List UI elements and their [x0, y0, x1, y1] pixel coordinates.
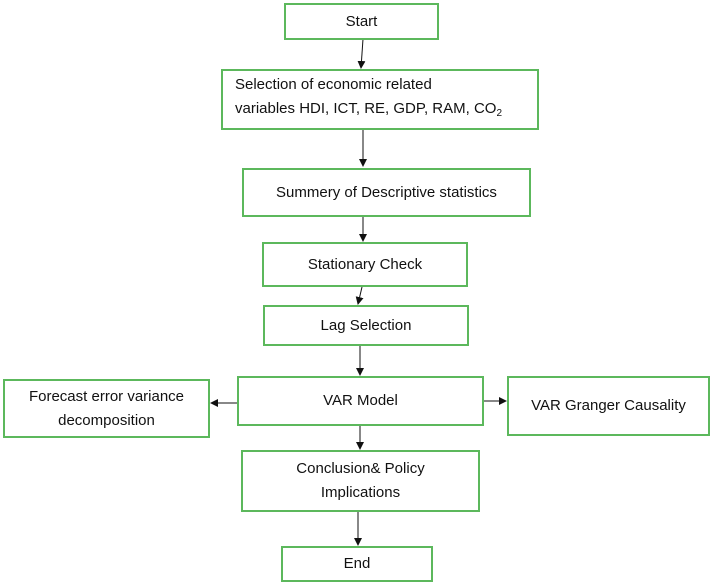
end-box: End	[281, 546, 433, 582]
var-model-label: VAR Model	[323, 392, 398, 409]
forecast-error-variance-label: Forecast error variance decomposition	[28, 387, 185, 429]
descriptive-statistics-label: Summery of Descriptive statistics	[276, 183, 497, 201]
granger-causality-box: VAR Granger Causality	[507, 376, 710, 436]
lag-selection-label: Lag Selection	[320, 316, 412, 334]
start-box: Start	[284, 3, 439, 40]
variable-selection-box: Selection of economic related variables …	[221, 69, 539, 130]
conclusion-label: Conclusion& Policy Implications	[296, 460, 425, 501]
stationary-check-label: Stationary Check	[307, 255, 423, 273]
co2-subscript: 2	[496, 108, 503, 119]
end-label: End	[343, 555, 371, 572]
arrow-start-to-selection	[357, 38, 366, 69]
variable-selection-line2: variables HDI, ICT, RE, GDP, RAM, CO2	[235, 97, 502, 126]
variable-selection-line2-text: variables HDI, ICT, RE, GDP, RAM, CO	[235, 100, 497, 117]
stationary-check-box: Stationary Check	[262, 242, 468, 287]
start-label: Start	[345, 12, 378, 30]
conclusion-box: Conclusion& Policy Implications	[241, 450, 480, 512]
variable-selection-line1: Selection of economic related	[235, 76, 432, 93]
lag-selection-box: Lag Selection	[263, 305, 469, 346]
descriptive-statistics-box: Summery of Descriptive statistics	[242, 168, 531, 217]
granger-causality-label: VAR Granger Causality	[531, 397, 686, 414]
variable-selection-text: Selection of economic related variables …	[235, 73, 502, 126]
var-model-box: VAR Model	[237, 376, 484, 426]
arrow-stationary-to-lag	[355, 286, 364, 305]
forecast-error-variance-box: Forecast error variance decomposition	[3, 379, 210, 438]
